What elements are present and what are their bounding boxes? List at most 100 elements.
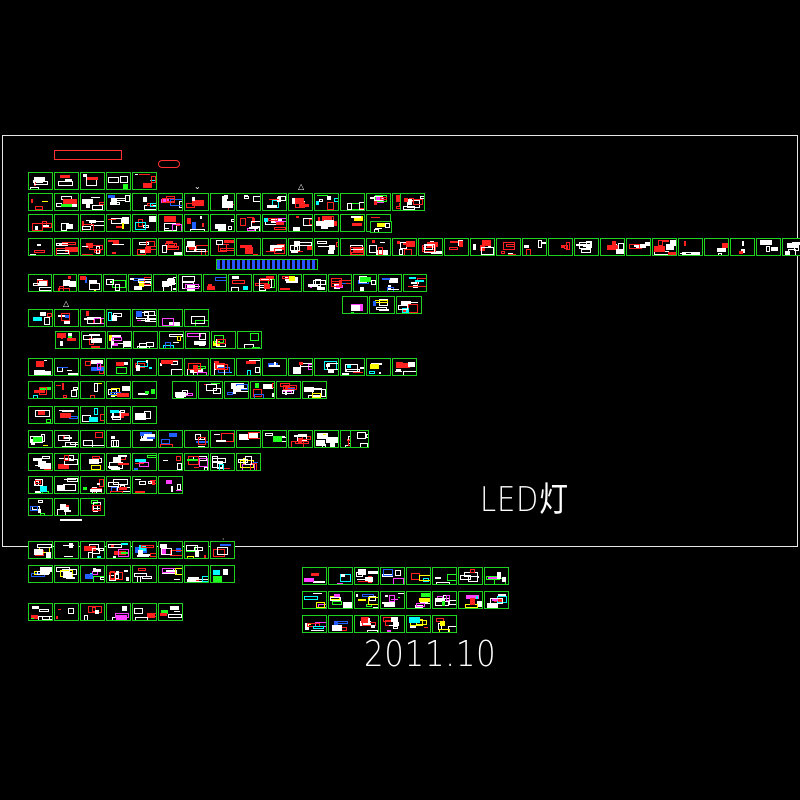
sheet-detail (304, 387, 314, 392)
sheet-detail (282, 276, 289, 279)
sheet-detail (146, 360, 148, 363)
sheet-detail (316, 440, 325, 446)
sheet-detail (316, 602, 325, 608)
sheet-detail (58, 367, 68, 368)
sheet-detail (119, 487, 127, 490)
sheet-detail (295, 198, 304, 204)
sheet-thumbnail (314, 214, 339, 232)
sheet-detail (111, 218, 122, 224)
sheet-detail (240, 245, 252, 248)
sheet-detail (398, 305, 408, 310)
sheet-detail (317, 433, 328, 439)
sheet-detail (294, 246, 298, 251)
sheet-thumbnail (54, 430, 79, 448)
sheet-detail (164, 216, 176, 222)
sheet-thumbnail (132, 603, 157, 621)
sheet-detail (239, 434, 249, 440)
sheet-detail (139, 545, 146, 551)
sheet-detail (84, 318, 95, 320)
sheet-detail (358, 581, 368, 582)
sheet-detail (352, 223, 362, 226)
sheet-thumbnail (366, 238, 391, 256)
sheet-detail (202, 223, 204, 227)
sheet-thumbnail (106, 453, 131, 471)
sheet-detail (324, 220, 334, 227)
sheet-detail (190, 229, 205, 231)
sheet-detail (435, 598, 445, 601)
sheet-thumbnail (406, 615, 431, 633)
sheet-detail (97, 363, 101, 370)
sheet-detail (111, 436, 115, 439)
sheet-detail (221, 433, 234, 442)
sheet-detail (337, 583, 343, 584)
sheet-detail (57, 333, 66, 338)
sheet-detail (169, 322, 180, 326)
sheet-detail (33, 458, 42, 461)
sheet-detail (94, 290, 96, 291)
sheet-detail (542, 242, 546, 244)
sheet-detail (303, 218, 312, 226)
sheet-detail (140, 439, 153, 441)
sheet-detail (316, 201, 319, 205)
sheet-detail (99, 202, 104, 205)
sheet-thumbnail (54, 541, 79, 559)
sheet-detail (62, 383, 64, 390)
sheet-detail (739, 251, 743, 254)
sheet-thumbnail (276, 381, 301, 399)
sheet-detail (176, 456, 181, 461)
sheet-detail (143, 225, 149, 228)
sheet-detail (171, 369, 182, 375)
sheet-detail (94, 250, 101, 253)
sheet-detail (135, 413, 146, 420)
sheet-detail (110, 202, 120, 205)
sheet-thumbnail (380, 591, 405, 609)
sheet-detail (168, 243, 177, 248)
sheet-detail (34, 181, 48, 185)
sheet-detail (253, 254, 258, 255)
sheet-detail (92, 505, 101, 511)
sheet-thumbnail (236, 193, 261, 211)
sheet-detail (139, 481, 146, 485)
sheet-detail (249, 227, 258, 229)
sheet-detail (170, 550, 182, 556)
sheet-detail (83, 487, 87, 490)
sheet-detail (334, 198, 338, 202)
sheet-detail (322, 444, 326, 447)
drawing-date: 2011.10 (364, 634, 497, 675)
sheet-detail (216, 240, 223, 245)
sheet-detail (143, 183, 152, 188)
sheet-detail (243, 286, 248, 290)
sheet-thumbnail (80, 406, 105, 424)
sheet-detail (113, 440, 117, 447)
sheet-detail (118, 463, 129, 465)
sheet-detail (64, 455, 69, 461)
sheet-detail (214, 363, 225, 369)
sheet-detail (100, 414, 104, 421)
sheet-detail (189, 246, 196, 250)
sheet-thumbnail (132, 238, 157, 256)
sheet-detail (142, 576, 152, 579)
sheet-thumbnail (54, 309, 79, 327)
sheet-detail (327, 196, 331, 200)
sheet-detail (58, 315, 70, 317)
sheet-detail (404, 249, 412, 255)
sheet-thumbnail (600, 238, 625, 256)
sheet-thumbnail (153, 274, 177, 292)
sheet-detail (317, 241, 327, 244)
sheet-detail (122, 606, 126, 610)
sheet-detail (315, 279, 321, 287)
sheet-detail (197, 372, 207, 375)
sheet-detail (373, 607, 378, 608)
sheet-thumbnail (158, 603, 183, 621)
sheet-detail (334, 594, 340, 597)
sheet-detail (492, 599, 498, 601)
sheet-detail (416, 603, 425, 607)
sheet-detail (336, 242, 338, 247)
sheet-detail (387, 630, 391, 632)
sheet-detail (222, 196, 227, 202)
sheet-thumbnail (342, 296, 368, 314)
sheet-detail (358, 599, 366, 601)
sheet-detail (369, 371, 375, 374)
sheet-detail (766, 246, 770, 252)
sheet-thumbnail (132, 381, 157, 399)
